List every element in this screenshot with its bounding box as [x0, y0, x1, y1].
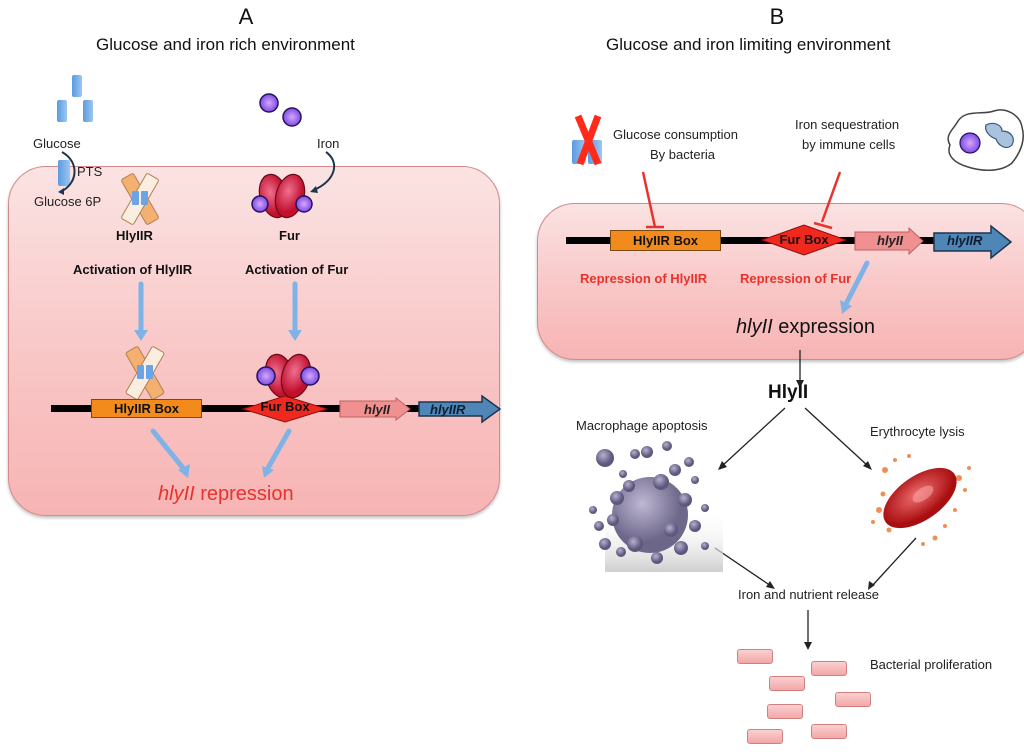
bacterium	[767, 704, 803, 719]
arrow-hlyii-to-expression	[844, 260, 870, 305]
hlyiir-repressor-icon	[121, 173, 159, 225]
panel-a-letter: A	[238, 4, 254, 29]
bacterium	[737, 649, 773, 664]
pts-label: PTS	[77, 164, 103, 179]
glucose-consumption-label-2: By bacteria	[650, 147, 716, 162]
arrow-hlyiir-to-repression	[150, 428, 186, 471]
hlyiir-gene-a-arrow	[418, 394, 502, 424]
fur-box-b-label: Fur Box	[779, 232, 829, 247]
glucose-label: Glucose	[33, 136, 81, 151]
fur-label: Fur	[279, 228, 300, 243]
repression-fur-label: Repression of Fur	[740, 271, 852, 286]
erythrocyte-lysis-label: Erythrocyte lysis	[870, 424, 965, 439]
glucose-consumption-label-1: Glucose consumption	[613, 127, 739, 142]
erythrocyte-lysis-image	[871, 454, 971, 546]
pts-transporter-icon	[58, 151, 76, 195]
inhibit-fur-line	[820, 171, 842, 223]
bacterium	[769, 676, 805, 691]
fur-box-a-shape	[241, 395, 329, 423]
fur-protein-icon	[251, 173, 313, 219]
fur-box-a-label: Fur Box	[260, 399, 310, 414]
hlyiir-box-a: HlyIIR Box	[91, 399, 202, 418]
bacterium	[747, 729, 783, 744]
arrow-erythrocyte-to-release	[871, 537, 917, 587]
fur-box-b-shape	[760, 224, 848, 256]
bacterium	[811, 661, 847, 676]
iron-molecules-icon	[259, 93, 302, 127]
nutrient-release-label: Iron and nutrient release	[738, 587, 879, 602]
dna-strand-b	[566, 237, 936, 244]
iron-uptake-arrow	[310, 151, 336, 193]
hlyii-repression-text: repression	[194, 483, 294, 505]
iron-label: Iron	[317, 136, 340, 151]
panel-a-arrows	[134, 281, 302, 478]
hlyii-gene-b-label: hlyII	[877, 233, 904, 248]
hlyiir-box-b: HlyIIR Box	[610, 230, 721, 251]
hlyii-protein-label: HlyII	[768, 382, 809, 403]
hlyii-gene-b-arrow	[854, 226, 924, 256]
hlyii-expression-gene: hlyII	[736, 316, 773, 338]
panel-b-title: Glucose and iron limiting environment	[606, 35, 891, 54]
glucose-6p-label: Glucose 6P	[34, 194, 102, 209]
repression-hlyiir-label: Repression of HlyIIR	[580, 271, 708, 286]
hlyii-gene-a-arrow	[339, 396, 411, 422]
bacterial-cell-a	[8, 166, 500, 516]
hlyiir-label: HlyIIR	[116, 228, 153, 243]
hlyii-gene-a-label: hlyII	[364, 402, 391, 417]
activation-hlyiir-label: Activation of HlyIIR	[73, 262, 193, 277]
iron-sequestration-label-2: by immune cells	[802, 137, 896, 152]
hlyii-repression-gene: hlyII	[158, 483, 195, 505]
hlyiir-gene-b-label: hlyIIR	[947, 233, 983, 248]
macrophage-apoptosis-label: Macrophage apoptosis	[576, 418, 708, 433]
hlyii-expression-text: expression	[772, 316, 875, 338]
fur-bound-icon	[256, 353, 320, 399]
dna-strand-a	[51, 405, 431, 412]
bacterium	[835, 692, 871, 707]
bacterial-proliferation-label: Bacterial proliferation	[870, 657, 993, 672]
inhibit-hlyiir-line	[641, 171, 657, 228]
activation-fur-label: Activation of Fur	[245, 262, 349, 277]
hlyii-expression-label: hlyII expression	[736, 316, 875, 339]
arrow-macrophage-to-release	[714, 547, 772, 587]
hlyii-repression-label: hlyII repression	[158, 483, 294, 506]
bacterial-cell-b	[537, 203, 1024, 360]
panel-a-title: Glucose and iron rich environment	[96, 35, 355, 54]
immune-cell-icon	[947, 109, 1024, 171]
panel-b-letter: B	[769, 4, 785, 29]
glucose-blocked-icon	[572, 114, 602, 166]
arrow-hlyii-to-erythrocyte	[804, 407, 869, 467]
iron-sequestration-label-1: Iron sequestration	[795, 117, 900, 132]
hlyiir-bound-icon	[125, 346, 165, 400]
macrophage-apoptosis-image	[589, 441, 723, 572]
arrow-fur-to-repression	[265, 428, 292, 471]
bacterium	[811, 724, 847, 739]
hlyiir-gene-b-arrow	[933, 224, 1013, 260]
glucose-molecules-icon	[57, 75, 93, 122]
arrow-hlyii-to-macrophage	[721, 407, 786, 467]
hlyiir-gene-a-label: hlyIIR	[430, 402, 466, 417]
